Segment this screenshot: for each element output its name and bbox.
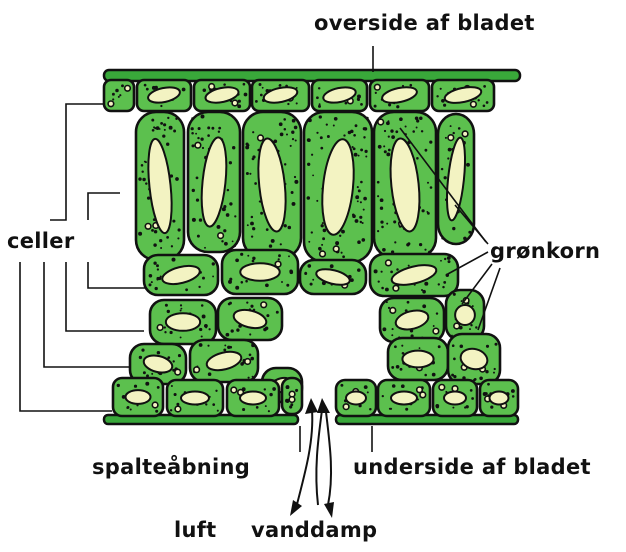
upper-epidermis <box>104 80 494 111</box>
palisade-cell-6 <box>438 114 474 244</box>
label-chloroplasts: grønkorn <box>490 241 600 262</box>
arrow-head-up-2 <box>317 398 330 413</box>
label-cells: celler <box>7 231 75 252</box>
palisade-cell-1 <box>136 112 184 260</box>
epidermis-cell-3 <box>194 80 250 111</box>
palisade-cell-2 <box>188 112 240 252</box>
epidermis-cell-1 <box>104 80 134 111</box>
epidermis-cell-2 <box>137 80 191 111</box>
epidermis-cell-6 <box>370 80 429 111</box>
label-bottom: underside af bladet <box>353 457 591 478</box>
spongy-cell-8 <box>446 290 484 340</box>
spongy-cell-5 <box>150 300 216 344</box>
gas-exchange-arrows <box>296 410 331 508</box>
lower-epidermis-cell-1 <box>113 378 163 416</box>
arrow-head-up-1 <box>305 398 318 414</box>
spongy-cell-12 <box>448 334 500 384</box>
celler-leader-2 <box>88 193 120 220</box>
spongy-cell-6 <box>218 298 282 340</box>
celler-leader-5 <box>44 262 130 367</box>
lower-epidermis-cell-7 <box>433 380 477 416</box>
arrow-head-air-down <box>290 500 302 516</box>
lower-epidermis-cell-5 <box>336 380 376 416</box>
spongy-cell-2 <box>222 250 298 294</box>
lower-epidermis-cell-8 <box>480 380 518 416</box>
palisade-cell-4 <box>304 112 372 262</box>
lower-epidermis-cell-6 <box>378 380 430 416</box>
label-top: overside af bladet <box>314 13 535 34</box>
vapor-arrow <box>316 410 322 505</box>
spongy-cell-3 <box>300 260 366 294</box>
label-stoma: spalteåbning <box>92 457 250 478</box>
spongy-cell-4 <box>370 254 458 296</box>
epidermis-cell-4 <box>252 80 309 111</box>
lower-epidermis-cell-4 <box>282 378 302 414</box>
spongy-cell-1 <box>144 255 218 295</box>
spongy-cell-10 <box>190 340 258 382</box>
epidermis-cell-7 <box>432 80 494 111</box>
palisade-layer <box>136 112 474 262</box>
air-arrow <box>296 410 312 508</box>
lower-epidermis-cell-3 <box>227 380 279 416</box>
celler-leader-4 <box>66 262 144 331</box>
label-air: luft <box>174 520 217 541</box>
epidermis-cell-5 <box>312 80 367 111</box>
celler-leader-3 <box>88 262 146 288</box>
palisade-cell-3 <box>243 112 301 258</box>
celler-leader-1 <box>50 104 105 220</box>
spongy-cell-11 <box>388 338 448 380</box>
label-vapor: vanddamp <box>251 520 377 541</box>
spongy-cell-7 <box>380 298 444 342</box>
arrow-head-down-2 <box>324 502 334 518</box>
lower-epidermis-cell-2 <box>167 380 223 416</box>
